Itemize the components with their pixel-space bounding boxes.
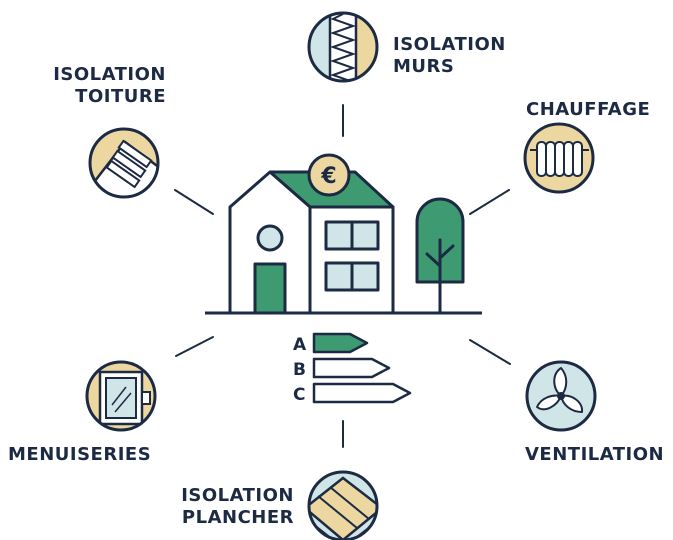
label-isolation-plancher: ISOLATION PLANCHER	[160, 485, 294, 529]
roof-insulation-icon	[88, 127, 160, 199]
label-line: ISOLATION	[393, 34, 506, 55]
label-isolation-toiture: ISOLATION TOITURE	[38, 64, 166, 108]
label-line: VENTILATION	[525, 444, 665, 465]
euro-coin-icon: €	[307, 153, 351, 197]
label-line: MENUISERIES	[8, 444, 152, 465]
grade-b: B	[293, 360, 306, 380]
label-line: TOITURE	[75, 86, 166, 107]
label-chauffage: CHAUFFAGE	[526, 99, 650, 121]
fan-icon	[525, 360, 597, 432]
label-ventilation: VENTILATION	[525, 444, 664, 466]
energy-label-icon	[312, 332, 412, 404]
svg-text:€: €	[320, 164, 336, 189]
grade-c: C	[293, 385, 305, 405]
grade-a: A	[293, 335, 307, 355]
label-line: CHAUFFAGE	[526, 99, 651, 120]
connector-lines	[174, 104, 511, 448]
label-line: PLANCHER	[181, 507, 294, 528]
window-icon	[85, 360, 157, 432]
house-icon	[205, 170, 482, 315]
radiator-icon	[523, 122, 595, 194]
floor-insulation-icon	[307, 470, 379, 540]
label-line: MURS	[393, 56, 455, 77]
label-menuiseries: MENUISERIES	[8, 444, 151, 466]
label-line: ISOLATION	[53, 64, 166, 85]
tree-icon	[415, 197, 465, 315]
label-isolation-murs: ISOLATION MURS	[393, 34, 506, 78]
wall-insulation-icon	[307, 11, 379, 83]
label-line: ISOLATION	[181, 485, 294, 506]
